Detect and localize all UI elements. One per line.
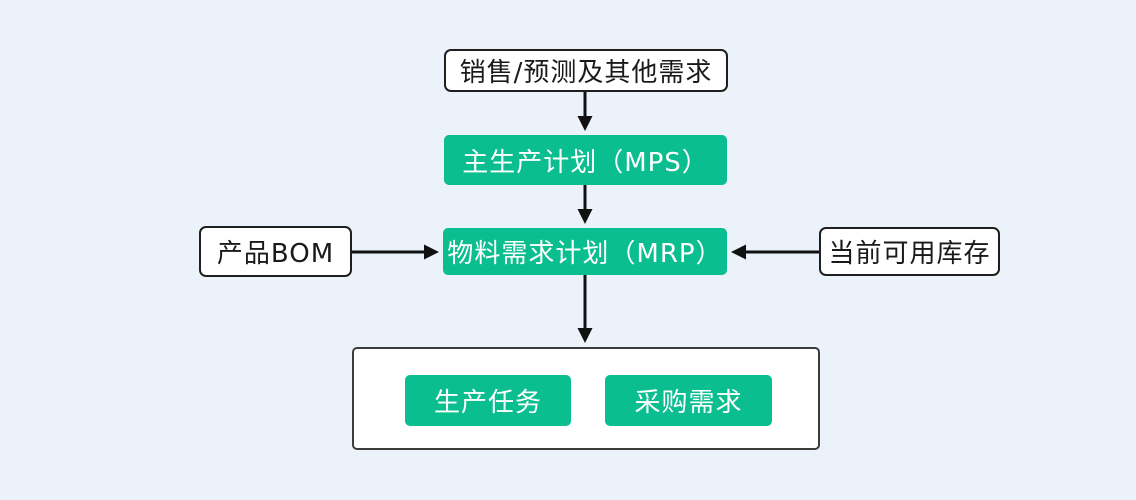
node-production-task: 生产任务	[405, 375, 571, 426]
node-purchase-demand: 采购需求	[605, 375, 772, 426]
node-available-inventory-label: 当前可用库存	[828, 239, 991, 269]
node-mrp-label: 物料需求计划（MRP）	[447, 239, 723, 269]
node-production-task-label: 生产任务	[433, 388, 542, 418]
node-mps-label: 主生产计划（MPS）	[462, 147, 709, 178]
node-sales-forecast-label: 销售/预测及其他需求	[459, 58, 713, 88]
node-product-bom: 产品BOM	[199, 226, 352, 277]
node-sales-forecast: 销售/预测及其他需求	[444, 49, 728, 92]
node-mps: 主生产计划（MPS）	[444, 135, 727, 185]
node-product-bom-label: 产品BOM	[216, 239, 335, 269]
node-purchase-demand-label: 采购需求	[634, 388, 743, 418]
output-group-container: 生产任务 采购需求	[352, 347, 820, 450]
node-mrp: 物料需求计划（MRP）	[443, 228, 727, 275]
node-available-inventory: 当前可用库存	[819, 227, 1000, 276]
